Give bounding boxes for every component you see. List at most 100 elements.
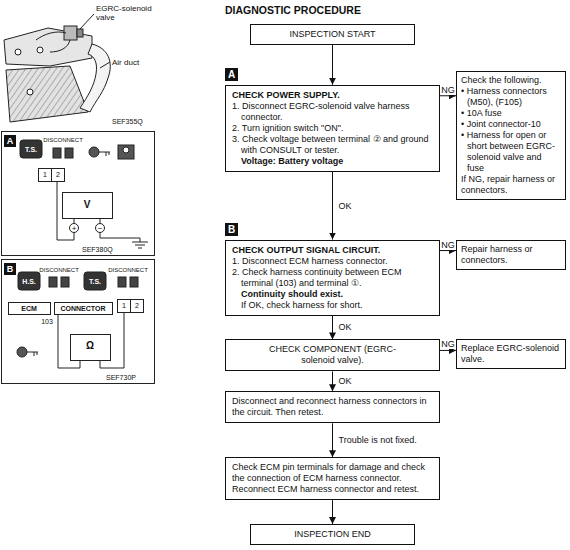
icon-caption: DISCONNECT [108, 267, 148, 274]
edge-label: OK [338, 201, 353, 211]
node-text: INSPECTION START [257, 29, 408, 40]
unit-name: ECM [21, 305, 37, 313]
node-text: CHECK POWER SUPPLY. [232, 90, 433, 101]
voltmeter [63, 193, 113, 219]
part-name: EGRC-solenoid valve [96, 4, 154, 22]
key-icon [89, 147, 99, 157]
probe-wire [58, 315, 80, 368]
node-text: Replace EGRC-solenoid valve. [461, 343, 561, 365]
node-text: If NG, repair harness or connectors. [461, 174, 561, 196]
pin-number: 1 [122, 302, 126, 310]
flow-arrow [332, 500, 333, 524]
process-box: Check ECM pin terminals for damage and c… [225, 457, 440, 500]
edge-label: Trouble is not fixed. [338, 435, 418, 445]
polarity-mark: + [72, 224, 77, 233]
panel-a [2, 132, 155, 256]
vacuum-hose [36, 32, 66, 40]
hs-icon [18, 272, 40, 290]
node-text: • Harness for open or short between EGRC… [461, 130, 561, 174]
icon-caption: DISCONNECT [39, 267, 79, 274]
ecm-box [9, 303, 51, 315]
intake-manifold [4, 28, 92, 66]
flow-arrow [440, 95, 456, 96]
node-text: CHECK COMPONENT (EGRC-solenoid valve). [266, 344, 399, 366]
bolt [37, 47, 43, 53]
node-text: • Harness connectors (M50), (F105) [461, 86, 561, 108]
check-box: CHECK COMPONENT (EGRC-solenoid valve). [225, 339, 440, 371]
ts-icon [84, 272, 106, 290]
ohmmeter [71, 335, 111, 361]
engine-illustration [4, 14, 110, 122]
harness-connector [39, 169, 65, 182]
egrc-solenoid-connector [77, 29, 83, 37]
pin-number: 2 [56, 171, 60, 179]
ground-wire [100, 233, 140, 243]
ecm-connector-box [55, 303, 113, 315]
panel-frame [2, 260, 155, 384]
figure-code: SEF355Q [112, 118, 143, 126]
probe-wire [57, 182, 74, 240]
connector-divider [51, 169, 52, 182]
disconnect-icon [53, 148, 61, 158]
node-text: • Joint connector-10 [461, 119, 561, 130]
ng-box: Replace EGRC-solenoid valve. [456, 339, 566, 369]
panel-b [2, 260, 155, 384]
tool-icon-text: H.S. [22, 278, 36, 286]
disconnect-icon [118, 277, 126, 287]
step-marker: B [225, 223, 238, 236]
meter-lead [74, 219, 100, 225]
node-text: 1. Disconnect EGRC-solenoid valve harnes… [232, 101, 433, 123]
edge-label: OK [338, 322, 353, 332]
flow-arrow [332, 172, 333, 240]
panel-frame [2, 132, 155, 256]
node-text: Continuity should exist. [232, 289, 433, 300]
key-icon [17, 347, 27, 357]
figure-code: SEF380Q [82, 246, 113, 254]
check-box: ACHECK POWER SUPPLY.1. Disconnect EGRC-s… [225, 85, 440, 172]
node-text: If OK, check harness for short. [232, 300, 433, 311]
disconnect-icon [65, 148, 73, 158]
flow-arrow [332, 45, 333, 85]
ng-box: Check the following.• Harness connectors… [456, 71, 566, 200]
leader-line [80, 14, 94, 29]
node-text: 2. Turn ignition switch "ON". [232, 123, 433, 134]
figure-code: SEF730P [106, 374, 136, 382]
node-text: Check ECM pin terminals for damage and c… [232, 462, 433, 495]
node-text: 1. Disconnect ECM harness connector. [232, 256, 433, 267]
flow-arrow [440, 250, 456, 251]
leader-line [100, 62, 110, 68]
bolt [27, 89, 33, 95]
tool-icon-text: T.S. [25, 146, 37, 154]
process-box: Disconnect and reconnect harness connect… [225, 391, 440, 423]
key-icon [99, 152, 110, 156]
vacuum-hose [50, 40, 70, 52]
tester-icon [118, 145, 134, 159]
node-text: INSPECTION END [257, 529, 408, 540]
node-text: 3. Check voltage between terminal ② and … [232, 134, 433, 156]
step-marker: A [4, 135, 16, 147]
node-text: Voltage: Battery voltage [232, 156, 433, 167]
flow-arrow [332, 316, 333, 340]
polarity-mark: − [98, 224, 103, 233]
terminal-box: INSPECTION END [250, 524, 415, 545]
harness-connector [118, 300, 144, 313]
node-text: 2. Check harness continuity between ECM … [232, 267, 433, 289]
engine-block [6, 66, 88, 122]
flow-arrow [440, 350, 456, 351]
edge-label: NG [440, 240, 456, 250]
flow-arrow [332, 423, 333, 457]
node-text: Repair harness or connectors. [461, 244, 561, 266]
bolt [15, 49, 21, 55]
tester-icon [123, 147, 129, 153]
unit-name: CONNECTOR [61, 305, 106, 313]
key-icon [27, 352, 38, 356]
edge-label: NG [440, 339, 456, 349]
disconnect-icon [61, 277, 69, 287]
edge-label: NG [440, 85, 456, 95]
terminal-box: INSPECTION START [250, 24, 415, 45]
meter-terminal [96, 224, 105, 233]
node-text: Disconnect and reconnect harness connect… [232, 396, 433, 418]
meter-terminal [70, 224, 79, 233]
ng-box: Repair harness or connectors. [456, 240, 566, 270]
check-box: BCHECK OUTPUT SIGNAL CIRCUIT.1. Disconne… [225, 240, 440, 316]
